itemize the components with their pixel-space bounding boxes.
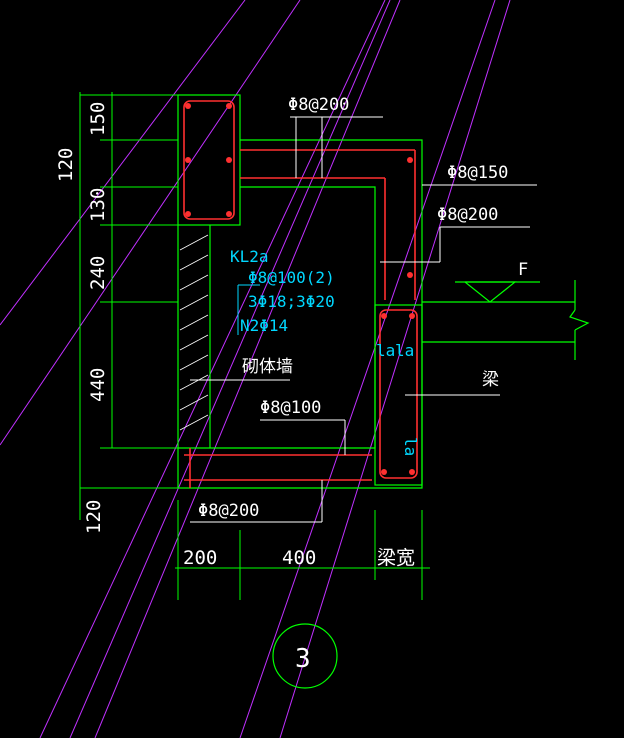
beam-width-label: 梁宽 — [377, 547, 415, 569]
rebar-label-right-upper: Φ8@150 — [447, 163, 508, 183]
anchor-label-1: la — [376, 341, 395, 360]
level-label: F — [518, 260, 528, 280]
beam-spec-bars: 3Φ18;3Φ20 — [248, 292, 335, 311]
dim-240: 240 — [87, 256, 109, 290]
wall-label: 砌体墙 — [242, 357, 293, 377]
anchor-label-3: la — [401, 437, 420, 456]
detail-number: 3 — [295, 644, 311, 674]
rebar-label-bottom-outer: Φ8@200 — [198, 501, 259, 521]
rebar-label-right-lower: Φ8@200 — [437, 205, 498, 225]
anchor-label-2: la — [395, 341, 414, 360]
beam-spec-name: KL2a — [230, 247, 269, 266]
dim-120-top: 120 — [55, 148, 77, 182]
outline-geometry — [177, 94, 590, 489]
rebar-label-bottom-inner: Φ8@100 — [260, 398, 321, 418]
rebar — [183, 100, 418, 488]
dimension-lines — [79, 92, 430, 600]
detail-circle — [272, 623, 338, 689]
dim-150: 150 — [87, 102, 109, 136]
leader-lines — [190, 116, 537, 523]
construction-lines — [0, 0, 511, 738]
dim-120-bottom: 120 — [83, 500, 105, 534]
beam-label: 梁 — [482, 370, 499, 390]
beam-spec-side: N2Φ14 — [240, 316, 288, 335]
beam-spec-stirrup: Φ8@100(2) — [248, 268, 335, 287]
dim-440: 440 — [87, 368, 109, 402]
dim-200: 200 — [183, 547, 217, 569]
beam-spec-bracket — [237, 284, 260, 335]
rebar-label-top: Φ8@200 — [288, 95, 349, 115]
rebar-dots — [185, 103, 415, 475]
wall-hatch — [179, 234, 209, 431]
dim-130: 130 — [87, 188, 109, 222]
dim-400: 400 — [282, 547, 316, 569]
